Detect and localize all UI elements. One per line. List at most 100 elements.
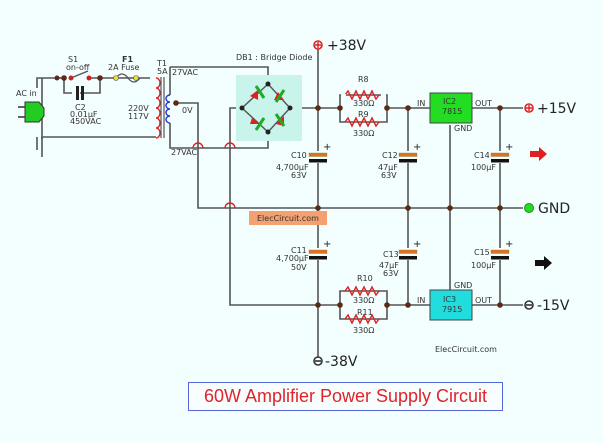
capacitor-c11: + — [308, 239, 331, 260]
junction-nodes — [61, 75, 503, 308]
junction-node — [447, 205, 453, 211]
c2-name: C2 — [75, 103, 86, 112]
junction-node — [384, 105, 390, 111]
r9-name: R9 — [358, 110, 369, 119]
c13-name: C13 — [383, 250, 399, 259]
rail-neg38-label: -38V — [325, 354, 358, 370]
terminal-pos15 — [524, 103, 534, 113]
r11-value: 330Ω — [353, 326, 374, 335]
capacitor-c15: + — [490, 239, 513, 260]
plus-sign: + — [323, 239, 331, 250]
ic2-in-label: IN — [417, 99, 425, 108]
c14-value: 100µF — [471, 163, 496, 172]
arrow-black-icon — [535, 256, 552, 270]
junction-node — [315, 105, 321, 111]
bridge-label: DB1 : Bridge Diode — [236, 53, 312, 62]
ic2-gnd-label: GND — [454, 124, 472, 133]
ic3-out-label: OUT — [475, 296, 492, 305]
regulator-ic3 — [429, 289, 473, 321]
ic2-name: IC2 — [443, 97, 456, 106]
plus-sign: + — [505, 142, 513, 153]
junction-node — [384, 302, 390, 308]
fuse-f1 — [113, 73, 141, 83]
junction-node — [405, 105, 411, 111]
junction-node — [405, 302, 411, 308]
c11-name: C11 — [291, 246, 307, 255]
diagram-title: 60W Amplifier Power Supply Circuit — [188, 382, 503, 411]
r8-name: R8 — [358, 75, 369, 84]
plus-sign: + — [413, 142, 421, 153]
s1-desc: on-off — [66, 63, 90, 72]
wire-crossovers — [192, 142, 236, 209]
junction-node — [97, 75, 103, 81]
junction-node — [315, 302, 321, 308]
r8-value: 330Ω — [353, 99, 374, 108]
plus-sign: + — [505, 239, 513, 250]
c10-voltage: 63V — [291, 171, 307, 180]
sec-center-label: 0V — [182, 106, 193, 115]
r11-name: R11 — [357, 308, 373, 317]
c11-voltage: 50V — [291, 263, 307, 272]
c12-name: C12 — [382, 151, 398, 160]
plus-sign: + — [323, 142, 331, 153]
c13-value: 47µF — [379, 261, 399, 270]
c15-value: 100µF — [471, 261, 496, 270]
junction-node — [315, 205, 321, 211]
capacitor-c2 — [76, 86, 84, 100]
watermark-box: ElecCircuit.com — [249, 211, 327, 225]
c2-value: 0.01µF — [70, 110, 98, 119]
capacitor-c13: + — [398, 239, 421, 260]
junction-node — [337, 105, 343, 111]
junction-node — [497, 105, 503, 111]
watermark-text: ElecCircuit.com — [435, 345, 497, 354]
regulator-ic2 — [429, 92, 473, 124]
capacitor-c10: + — [308, 142, 331, 163]
ic3-in-label: IN — [417, 296, 425, 305]
c14-name: C14 — [474, 151, 490, 160]
junction-node — [497, 302, 503, 308]
junction-node — [337, 302, 343, 308]
c11-value: 4,700µF — [276, 254, 309, 263]
rail-pos38-label: +38V — [327, 38, 367, 54]
c10-value: 4,700µF — [276, 163, 309, 172]
capacitor-c12: + — [398, 142, 421, 163]
ac-in-label: AC in — [16, 89, 37, 98]
f1-desc: 2A Fuse — [108, 63, 140, 72]
capacitor-c14: + — [490, 142, 513, 163]
rail-gnd-label: GND — [538, 201, 570, 217]
rail-pos15-label: +15V — [537, 101, 577, 117]
ic2-out-label: OUT — [475, 99, 492, 108]
c10-name: C10 — [291, 151, 307, 160]
terminal-gnd — [524, 203, 534, 213]
terminal-pos38 — [313, 40, 323, 50]
bridge-rectifier-db1 — [236, 75, 302, 141]
terminal-neg38 — [313, 356, 323, 366]
r10-value: 330Ω — [353, 296, 374, 305]
electrolytic-capacitors: + + + + + + — [308, 142, 513, 260]
t1-primary-117: 117V — [128, 112, 149, 121]
sec-top-label: 27VAC — [172, 68, 198, 77]
ic3-part: 7915 — [442, 305, 462, 314]
t1-rating: 5A — [157, 67, 168, 76]
t1-primary-220: 220V — [128, 104, 149, 113]
junction-node — [61, 75, 67, 81]
s1-name: S1 — [68, 55, 78, 64]
c15-name: C15 — [474, 248, 490, 257]
c12-value: 47µF — [378, 163, 398, 172]
c12-voltage: 63V — [381, 171, 397, 180]
rail-neg15-label: -15V — [537, 298, 570, 314]
sec-bottom-label: 27VAC — [171, 148, 197, 157]
ic3-gnd-label: GND — [454, 281, 472, 290]
ic3-name: IC3 — [443, 295, 456, 304]
r9-value: 330Ω — [353, 129, 374, 138]
arrow-red-icon — [530, 147, 547, 161]
plus-sign: + — [413, 239, 421, 250]
c13-voltage: 63V — [383, 269, 399, 278]
transformer-t1 — [155, 77, 179, 139]
junction-node — [405, 205, 411, 211]
terminal-neg15 — [524, 300, 534, 310]
junction-node — [497, 205, 503, 211]
c2-voltage: 450VAC — [70, 117, 102, 126]
